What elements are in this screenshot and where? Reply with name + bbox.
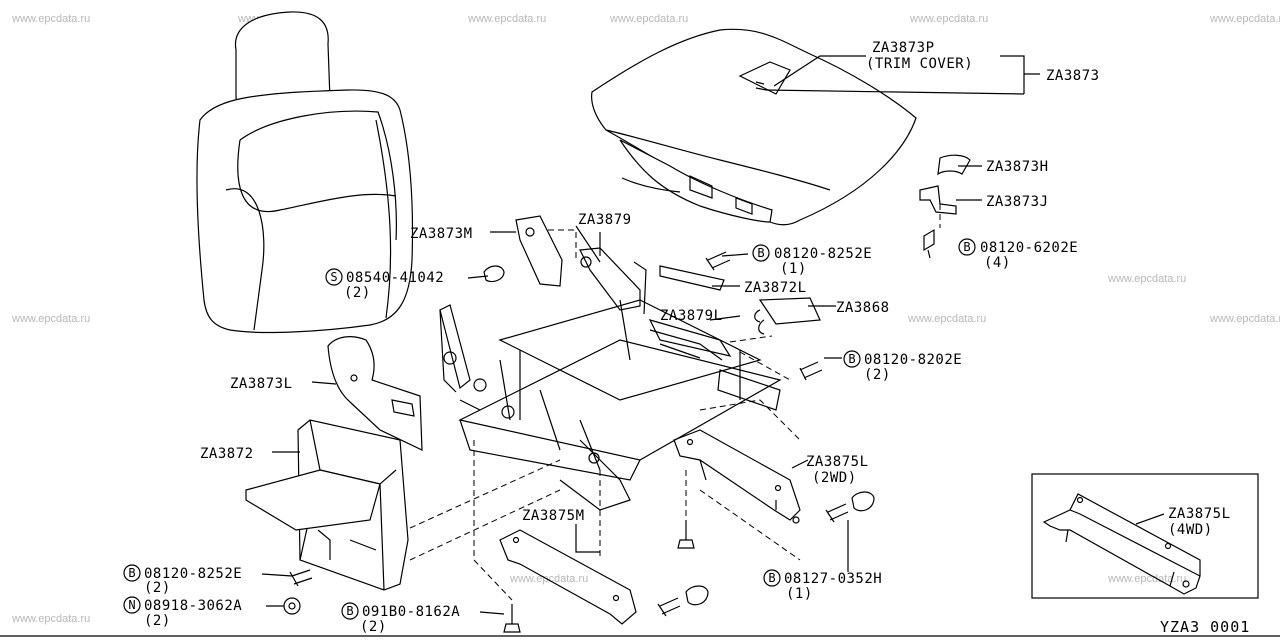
fastener-qty: (2) xyxy=(144,580,171,596)
svg-text:S: S xyxy=(330,270,337,284)
slide-rail-illustration xyxy=(499,429,801,625)
fastener-qty: (2) xyxy=(344,285,371,301)
fastener-number: 08918-3062A xyxy=(144,598,242,614)
callout-za3875l-2wd: ZA3875L xyxy=(806,454,869,470)
callout-za3873l: ZA3873L xyxy=(230,376,293,392)
fastener-08120-8252e-2: B 08120-8252E (2) xyxy=(123,564,242,596)
callout-za3872: ZA3872 xyxy=(200,446,254,462)
watermark: www.epcdata.ru xyxy=(11,613,90,625)
assembly-dashed-lines xyxy=(409,204,941,601)
fastener-08127-0352h: B 08127-0352H (1) xyxy=(763,569,882,602)
callout-za3873h: ZA3873H xyxy=(986,159,1049,175)
callout-2wd: (2WD) xyxy=(812,470,857,486)
fastener-091b0-8162a: B 091B0-8162A (2) xyxy=(341,602,460,635)
svg-text:B: B xyxy=(963,240,970,254)
seat-frame-illustration xyxy=(439,215,782,511)
fastener-number: 08540-41042 xyxy=(346,270,444,286)
watermark: www.epcdata.ru xyxy=(11,13,90,25)
fastener-number: 08120-6202E xyxy=(980,240,1078,256)
watermark: www.epcdata.ru xyxy=(907,313,986,325)
fastener-number: 08120-8252E xyxy=(774,246,872,262)
fastener-08540-41042: S 08540-41042 (2) xyxy=(325,268,444,301)
fastener-number: 08127-0352H xyxy=(784,571,882,587)
fastener-callouts: B 08120-8252E (1) B 08120-6202E (4) S 08… xyxy=(123,238,1078,635)
svg-text:B: B xyxy=(848,352,855,366)
callout-za3873m: ZA3873M xyxy=(410,226,473,242)
watermark: www.epcdata.ru xyxy=(509,573,588,585)
callout-za3873p: ZA3873P xyxy=(872,40,935,56)
fastener-qty: (1) xyxy=(786,586,813,602)
svg-text:B: B xyxy=(128,566,135,580)
fastener-number: 08120-8202E xyxy=(864,352,962,368)
svg-text:B: B xyxy=(346,604,353,618)
callout-za3879: ZA3879 xyxy=(578,212,632,228)
fastener-08120-8252e-1: B 08120-8252E (1) xyxy=(752,244,872,277)
svg-text:B: B xyxy=(757,246,764,260)
seat-cushion-illustration xyxy=(591,28,917,226)
watermark: www.epcdata.ru xyxy=(1107,273,1186,285)
watermark: www.epcdata.ru xyxy=(467,13,546,25)
callout-za3873j: ZA3873J xyxy=(986,194,1049,210)
side-cover-illustration xyxy=(245,336,423,591)
diagram-code: YZA3 0001 xyxy=(1160,618,1250,636)
fastener-qty: (2) xyxy=(144,613,171,629)
fastener-08120-6202e: B 08120-6202E (4) xyxy=(958,238,1078,271)
watermark: www.epcdata.ru xyxy=(1209,13,1280,25)
leader-lines xyxy=(261,55,1040,615)
fastener-qty: (1) xyxy=(780,261,807,277)
watermark: www.epcdata.ru xyxy=(1209,313,1280,325)
callout-trim-cover: (TRIM COVER) xyxy=(866,56,973,72)
fastener-qty: (2) xyxy=(864,367,891,383)
callout-za3868: ZA3868 xyxy=(836,300,890,316)
part-callouts: ZA3873P (TRIM COVER) ZA3873 ZA3873H ZA38… xyxy=(200,40,1100,524)
seat-back-illustration xyxy=(196,11,414,334)
callout-za3879l: ZA3879L xyxy=(660,308,723,324)
callout-za3875m: ZA3875M xyxy=(522,508,585,524)
svg-text:N: N xyxy=(128,598,135,612)
fastener-qty: (4) xyxy=(984,255,1011,271)
fastener-08120-8202e: B 08120-8202E (2) xyxy=(843,350,962,383)
svg-text:B: B xyxy=(768,571,775,585)
callout-za3873: ZA3873 xyxy=(1046,68,1100,84)
callout-4wd: (4WD) xyxy=(1168,522,1213,538)
inset-4wd-rail: ZA3875L (4WD) xyxy=(1031,473,1259,599)
fastener-qty: (2) xyxy=(360,619,387,635)
callout-za3872l: ZA3872L xyxy=(744,280,807,296)
watermark: www.epcdata.ru xyxy=(1107,573,1186,585)
fastener-number: 091B0-8162A xyxy=(362,604,460,620)
fastener-08918-3062a: N 08918-3062A (2) xyxy=(123,596,242,629)
fastener-illustrations xyxy=(283,154,971,633)
watermark: www.epcdata.ru xyxy=(609,13,688,25)
callout-za3875l-4wd: ZA3875L xyxy=(1168,506,1231,522)
fastener-number: 08120-8252E xyxy=(144,566,242,582)
watermark: www.epcdata.ru xyxy=(11,313,90,325)
watermark: www.epcdata.ru xyxy=(909,13,988,25)
